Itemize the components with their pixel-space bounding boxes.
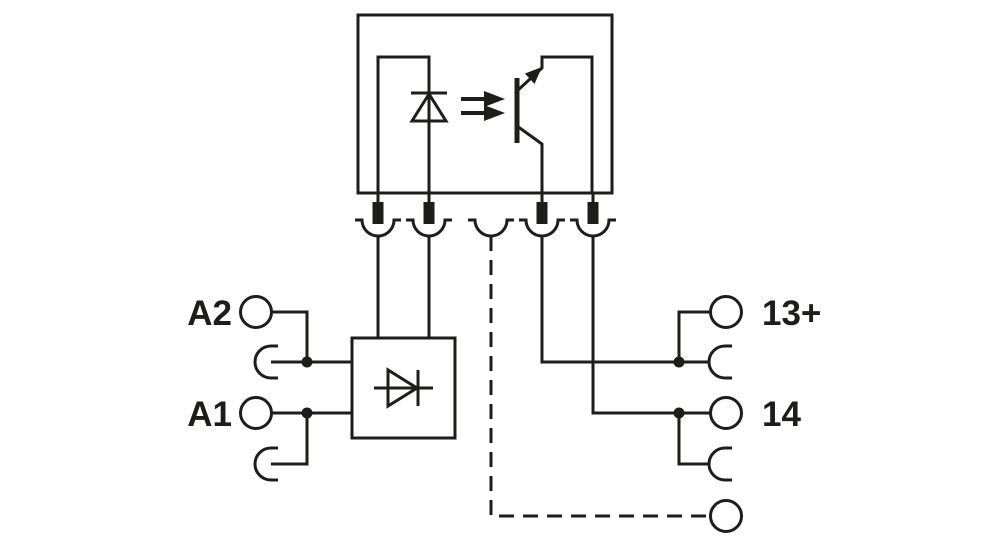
wire-junction-to-13plus-circle [677, 310, 710, 362]
junction-dot [673, 407, 685, 419]
terminal-pin [423, 202, 435, 224]
terminal-pin [536, 202, 548, 224]
diode-box-outline [350, 336, 457, 440]
input-terminals [239, 295, 280, 482]
terminal-circle-a1 [239, 396, 273, 430]
wire-t4-to-13plus [540, 236, 709, 364]
light-arrowhead-icon [484, 105, 505, 121]
wire-a2-circle-to-junction [272, 310, 309, 362]
terminal-pin [372, 202, 384, 224]
phototransistor-symbol [514, 55, 594, 193]
filled-shapes [301, 67, 685, 419]
wire-junction-to-14-socket [677, 413, 709, 466]
terminal-pin [587, 202, 599, 224]
input-diode-box [350, 336, 457, 440]
optocoupler-led-symbol [376, 55, 449, 193]
terminal-circle-bridge [709, 499, 743, 533]
light-arrowhead-icon [484, 91, 505, 107]
junction-dot [301, 407, 313, 419]
terminal-labels: A2 A1 13+ 14 [187, 294, 821, 434]
wire-junction-to-a1-socket [271, 413, 309, 466]
junction-dot [673, 356, 685, 368]
wire-t5-to-14 [591, 236, 710, 415]
terminal-label-a2: A2 [187, 294, 232, 333]
led-circuit-wire [376, 55, 431, 193]
terminal-label-14: 14 [762, 395, 801, 434]
terminal-circle-14 [709, 396, 743, 430]
plug-bridge-dashed-wire [489, 236, 710, 518]
diode-triangle-icon [386, 367, 420, 409]
transistor-arrowhead-icon [525, 67, 542, 84]
terminal-socket-icon [707, 344, 734, 380]
transistor-lower-lead-wire [516, 124, 544, 193]
terminal-label-13plus: 13+ [762, 294, 821, 333]
terminal-socket-icon [466, 218, 516, 238]
terminal-circle-13plus [709, 295, 743, 329]
led-triangle-icon [409, 91, 449, 123]
terminal-label-a1: A1 [187, 395, 232, 434]
output-terminals [707, 295, 743, 533]
relay-body-outline [356, 13, 614, 195]
terminal-socket-icon [707, 446, 734, 482]
terminal-circle-a2 [239, 295, 273, 329]
junction-dot [301, 356, 313, 368]
terminal-socket-row [353, 193, 618, 238]
wiring [271, 236, 710, 518]
transistor-upper-lead-wire [515, 55, 594, 193]
